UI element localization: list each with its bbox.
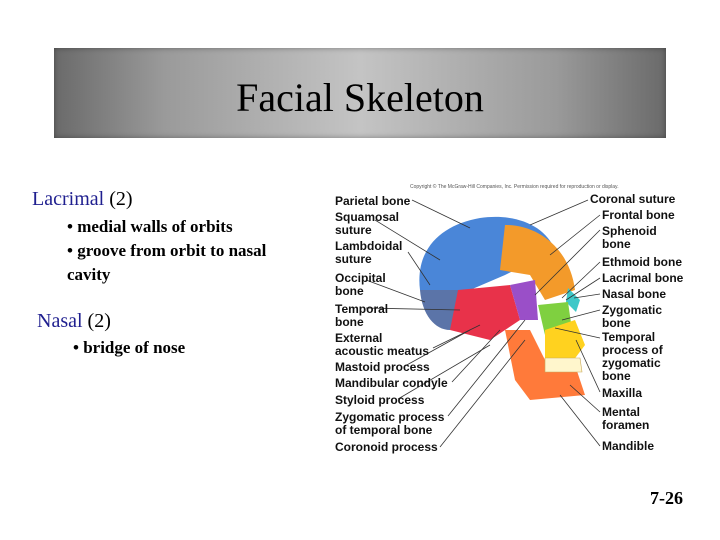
lacrimal-bullet-2-cont: cavity bbox=[67, 265, 111, 284]
nasal-count: (2) bbox=[87, 310, 111, 332]
right-leader-lines bbox=[529, 199, 601, 447]
label-nasal-bone: Nasal bone bbox=[602, 287, 666, 301]
title-bar: Facial Skeleton bbox=[54, 48, 666, 138]
lacrimal-count: (2) bbox=[109, 188, 133, 210]
label-temporal-bone: bone bbox=[335, 315, 364, 329]
label-temporal-process: Temporal bbox=[602, 330, 655, 344]
label-mandibular-condyle: Mandibular condyle bbox=[335, 376, 448, 390]
label-lambdoidal-suture: suture bbox=[335, 252, 372, 266]
lacrimal-bullet-2: • groove from orbit to nasal bbox=[67, 241, 267, 260]
left-labels: Parietal bone Squamosal suture Lambdoida… bbox=[335, 194, 448, 454]
lacrimal-bullet-1: • medial walls of orbits bbox=[67, 217, 233, 236]
nasal-bone-shape bbox=[566, 288, 580, 312]
nasal-bullet-1: • bridge of nose bbox=[73, 338, 186, 357]
skull-diagram: Copyright © The McGraw-Hill Companies, I… bbox=[335, 183, 684, 454]
nasal-name: Nasal bbox=[37, 310, 83, 332]
lacrimal-heading: Lacrimal (2) bbox=[32, 188, 133, 211]
label-mental: Mental bbox=[602, 405, 640, 419]
label-squamosal-suture: suture bbox=[335, 223, 372, 237]
label-sphenoid-bone: bone bbox=[602, 237, 631, 251]
label-parietal-bone: Parietal bone bbox=[335, 194, 411, 208]
label-lacrimal-bone: Lacrimal bone bbox=[602, 271, 684, 285]
frontal-bone-shape bbox=[500, 225, 575, 300]
label-zygomatic-bone-2: bone bbox=[602, 369, 631, 383]
label-squamosal: Squamosal bbox=[335, 210, 399, 224]
lacrimal-name: Lacrimal bbox=[32, 188, 105, 210]
label-occipital: Occipital bbox=[335, 271, 386, 285]
label-temporal: Temporal bbox=[335, 302, 388, 316]
left-leader-lines bbox=[365, 199, 526, 448]
page-number: 7-26 bbox=[650, 488, 683, 508]
skull-figure: Copyright © The McGraw-Hill Companies, I… bbox=[330, 180, 690, 465]
label-lambdoidal: Lambdoidal bbox=[335, 239, 402, 253]
skull-illustration bbox=[419, 216, 585, 400]
label-zygomatic: Zygomatic bbox=[602, 303, 662, 317]
label-acoustic-meatus: acoustic meatus bbox=[335, 344, 429, 358]
teeth-shape bbox=[544, 357, 583, 373]
temporal-bone-shape bbox=[450, 285, 520, 340]
label-occipital-bone: bone bbox=[335, 284, 364, 298]
label-coronoid-process: Coronoid process bbox=[335, 440, 438, 454]
label-maxilla: Maxilla bbox=[602, 386, 642, 400]
label-of-temporal-bone: of temporal bone bbox=[335, 423, 433, 437]
label-zygomatic-bone: bone bbox=[602, 316, 631, 330]
label-external: External bbox=[335, 331, 382, 345]
label-mastoid-process: Mastoid process bbox=[335, 360, 430, 374]
label-mandible: Mandible bbox=[602, 439, 654, 453]
label-ethmoid-bone: Ethmoid bone bbox=[602, 255, 682, 269]
right-labels: Coronal suture Frontal bone Sphenoid bon… bbox=[590, 192, 684, 453]
slide-title: Facial Skeleton bbox=[236, 75, 484, 120]
label-process-of: process of bbox=[602, 343, 664, 357]
nasal-heading: Nasal (2) bbox=[37, 310, 111, 333]
label-styloid-process: Styloid process bbox=[335, 393, 425, 407]
sphenoid-bone-shape bbox=[510, 280, 538, 320]
label-zygomatic-2: zygomatic bbox=[602, 356, 661, 370]
label-coronal-suture: Coronal suture bbox=[590, 192, 676, 206]
label-sphenoid: Sphenoid bbox=[602, 224, 657, 238]
label-foramen: foramen bbox=[602, 418, 649, 432]
copyright-notice: Copyright © The McGraw-Hill Companies, I… bbox=[410, 183, 619, 190]
maxilla-shape bbox=[545, 320, 585, 365]
label-frontal-bone: Frontal bone bbox=[602, 208, 675, 222]
label-zygomatic-process: Zygomatic process bbox=[335, 410, 445, 424]
